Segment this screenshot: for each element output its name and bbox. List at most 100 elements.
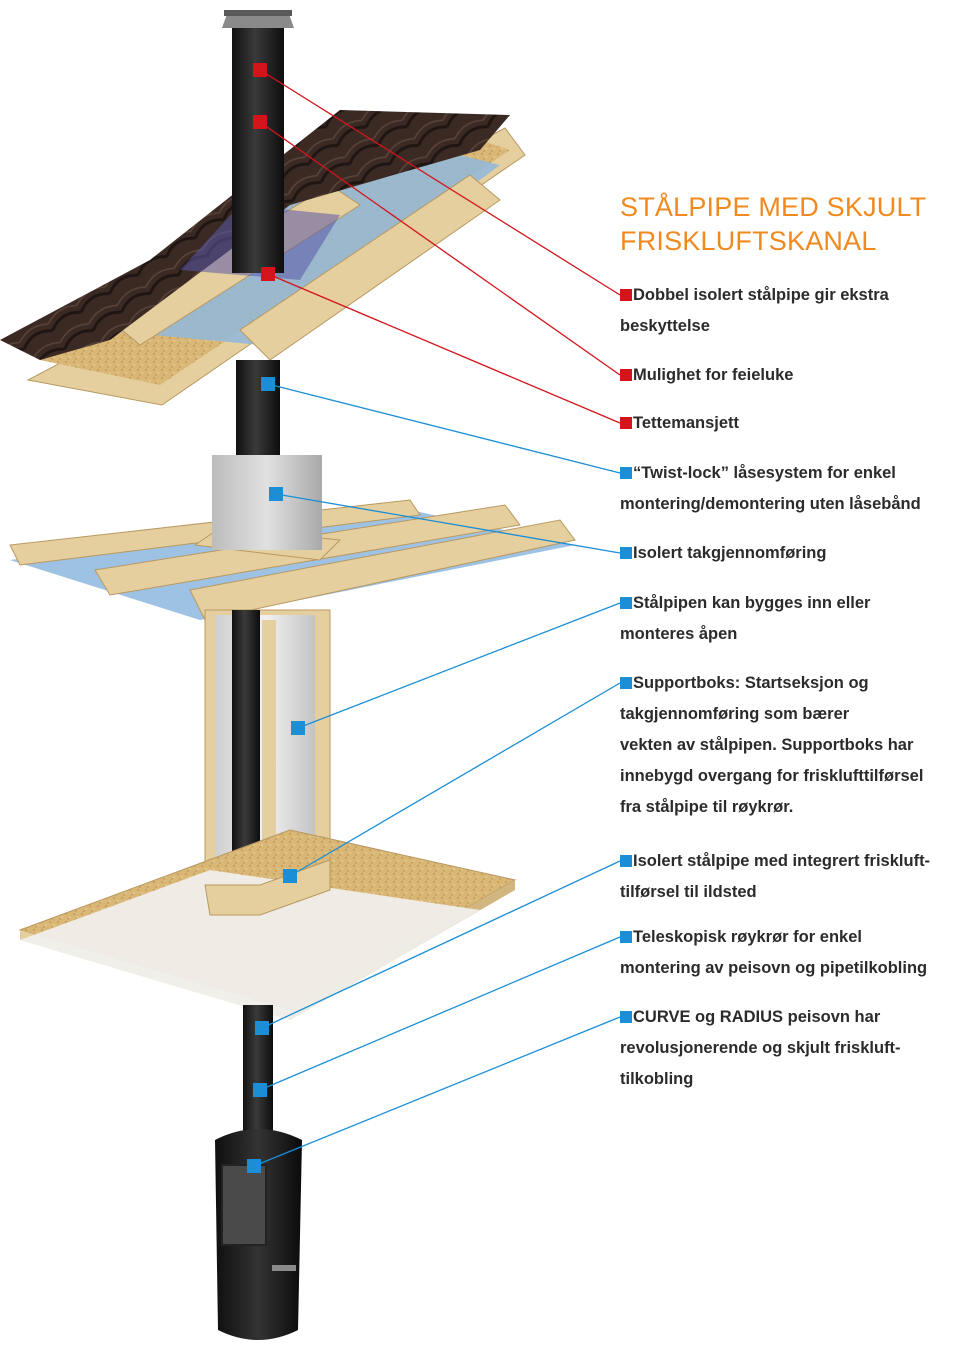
callout-marker-icon (620, 855, 632, 867)
leader-line (275, 493, 621, 554)
callout-9: Teleskopisk røykrør for enkel montering a… (620, 922, 955, 984)
callout-marker-icon (620, 931, 632, 943)
callout-marker-icon (620, 369, 632, 381)
diagram-title: STÅLPIPE MED SKJULT FRISKLUFTSKANAL (620, 190, 926, 258)
callout-text: “Twist-lock” låsesystem for enkel (633, 464, 896, 482)
callout-text-line: montering/demontering uten låsebånd (620, 489, 955, 520)
callout-text-line: Tettemansjett (620, 408, 955, 439)
anchor-marker-icon (261, 377, 275, 391)
callout-6: Stålpipen kan bygges inn eller monteres å… (620, 588, 955, 650)
callout-text-line: revolusjonerende og skjult friskluft- (620, 1033, 955, 1064)
callout-8: Isolert stålpipe med integrert friskluft… (620, 846, 955, 908)
anchor-marker-icon (247, 1159, 261, 1173)
leader-lines (247, 63, 621, 1173)
callout-text: Tettemansjett (633, 414, 740, 432)
leader-line (261, 860, 621, 1029)
callout-text: monteres åpen (620, 625, 738, 643)
callout-text-line: Isolert stålpipe med integrert friskluft… (620, 846, 955, 877)
callout-text: montering av peisovn og pipetilkobling (620, 959, 928, 977)
callout-text-line: Stålpipen kan bygges inn eller (620, 588, 955, 619)
stove-assembly (215, 1005, 302, 1340)
callout-marker-icon (620, 1011, 632, 1023)
callout-10: CURVE og RADIUS peisovn har revolusjonere… (620, 1002, 955, 1095)
anchor-marker-icon (253, 63, 267, 77)
callout-text-line: monteres åpen (620, 619, 955, 650)
callout-text-line: innebygd overgang for frisklufttilførsel (620, 761, 955, 792)
callout-text: vekten av stålpipen. Supportboks har (620, 736, 914, 754)
callout-text-line: Dobbel isolert stålpipe gir ekstra (620, 280, 955, 311)
roof-rafter (239, 174, 501, 361)
title-line: FRISKLUFTSKANAL (620, 226, 877, 256)
callout-text-line: Teleskopisk røykrør for enkel (620, 922, 955, 953)
callout-text: tilkobling (620, 1070, 694, 1088)
leader-line (267, 273, 621, 424)
leader-line (259, 936, 621, 1091)
callout-marker-icon (620, 677, 632, 689)
leader-line (289, 682, 621, 877)
callout-text: revolusjonerende og skjult friskluft- (620, 1039, 901, 1057)
stove-handle (272, 1265, 296, 1271)
callout-3: Tettemansjett (620, 408, 955, 439)
anchor-marker-icon (253, 115, 267, 129)
floor-section (18, 829, 517, 1020)
floor-collar (204, 859, 331, 916)
callout-4: “Twist-lock” låsesystem for enkel monteri… (620, 458, 955, 520)
leader-line (259, 69, 621, 296)
callout-text: Isolert takgjennomføring (633, 544, 827, 562)
anchor-marker-icon (253, 1083, 267, 1097)
callout-text-line: beskyttelse (620, 311, 955, 342)
pipe-cap-top (224, 10, 292, 16)
roof-penetration-box (212, 455, 322, 550)
callout-text-line: Mulighet for feieluke (620, 360, 955, 391)
callout-text: innebygd overgang for frisklufttilførsel (620, 767, 924, 785)
callout-text-line: Isolert takgjennomføring (620, 538, 955, 569)
callout-marker-icon (620, 547, 632, 559)
callout-marker-icon (620, 289, 632, 301)
callout-2: Mulighet for feieluke (620, 360, 955, 391)
callout-text: Dobbel isolert stålpipe gir ekstra (633, 286, 889, 304)
callout-text: Isolert stålpipe med integrert friskluft… (633, 852, 931, 870)
leader-line (267, 383, 621, 474)
callout-text: tilførsel til ildsted (620, 883, 757, 901)
callout-text-line: vekten av stålpipen. Supportboks har (620, 730, 955, 761)
roof-tiles (0, 110, 510, 360)
anchor-marker-icon (291, 721, 305, 735)
title-line: STÅLPIPE MED SKJULT (620, 192, 927, 222)
callout-5: Isolert takgjennomføring (620, 538, 955, 569)
callout-text-line: montering av peisovn og pipetilkobling (620, 953, 955, 984)
callout-marker-icon (620, 467, 632, 479)
callout-text-line: tilkobling (620, 1064, 955, 1095)
callout-text: takgjennomføring som bærer (620, 705, 850, 723)
callout-text: Mulighet for feieluke (633, 366, 794, 384)
callout-text-line: Supportboks: Startseksjon og (620, 668, 955, 699)
callout-text-line: CURVE og RADIUS peisovn har (620, 1002, 955, 1033)
pipe-cap (222, 14, 294, 28)
anchor-marker-icon (261, 267, 275, 281)
callout-marker-icon (620, 417, 632, 429)
leader-line (259, 121, 621, 376)
anchor-marker-icon (269, 487, 283, 501)
callout-text: beskyttelse (620, 317, 710, 335)
callout-text-line: “Twist-lock” låsesystem for enkel (620, 458, 955, 489)
callout-text-line: fra stålpipe til røykrør. (620, 792, 955, 823)
callout-7: Supportboks: Startseksjon og takgjennomfø… (620, 668, 955, 823)
anchor-marker-icon (283, 869, 297, 883)
callout-text: CURVE og RADIUS peisovn har (633, 1008, 881, 1026)
callout-text-line: tilførsel til ildsted (620, 877, 955, 908)
callout-text: Teleskopisk røykrør for enkel (633, 928, 862, 946)
ceiling-beam (189, 519, 576, 621)
callout-1: Dobbel isolert stålpipe gir ekstra beskyt… (620, 280, 955, 342)
callout-text: fra stålpipe til røykrør. (620, 798, 794, 816)
callout-text: Supportboks: Startseksjon og (633, 674, 869, 692)
callout-marker-icon (620, 597, 632, 609)
leader-line (253, 1016, 621, 1167)
callout-text: montering/demontering uten låsebånd (620, 495, 921, 513)
pipe-attic-section (236, 360, 280, 470)
callout-text: Stålpipen kan bygges inn eller (633, 594, 871, 612)
callout-text-line: takgjennomføring som bærer (620, 699, 955, 730)
anchor-marker-icon (255, 1021, 269, 1035)
floor-ceiling (20, 870, 480, 1020)
leader-line (297, 602, 621, 729)
